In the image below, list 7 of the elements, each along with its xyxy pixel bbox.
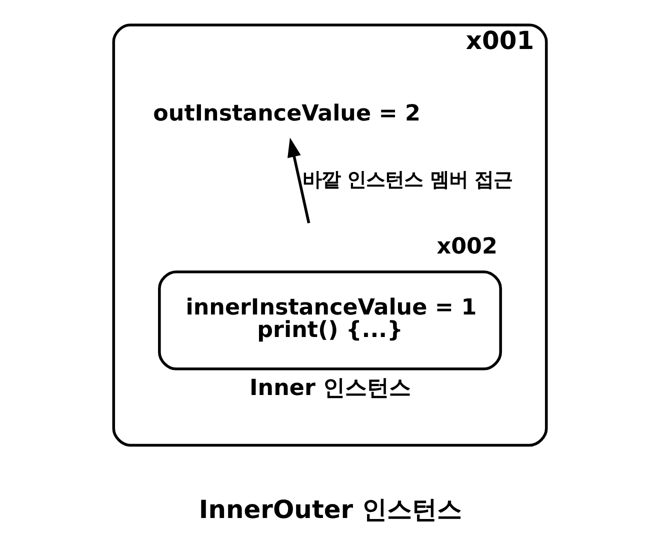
- node-label: InnerOuter 인스턴스: [198, 494, 462, 524]
- node-label: x002: [436, 234, 498, 260]
- edge-label: 바깥 인스턴스 멤버 접근: [302, 168, 513, 192]
- arrow: [288, 138, 310, 224]
- node-label: Inner 인스턴스: [250, 374, 412, 401]
- node-text: outInstanceValue = 2: [153, 100, 421, 126]
- node-box: innerInstanceValue = 1 print() {...}: [158, 270, 502, 370]
